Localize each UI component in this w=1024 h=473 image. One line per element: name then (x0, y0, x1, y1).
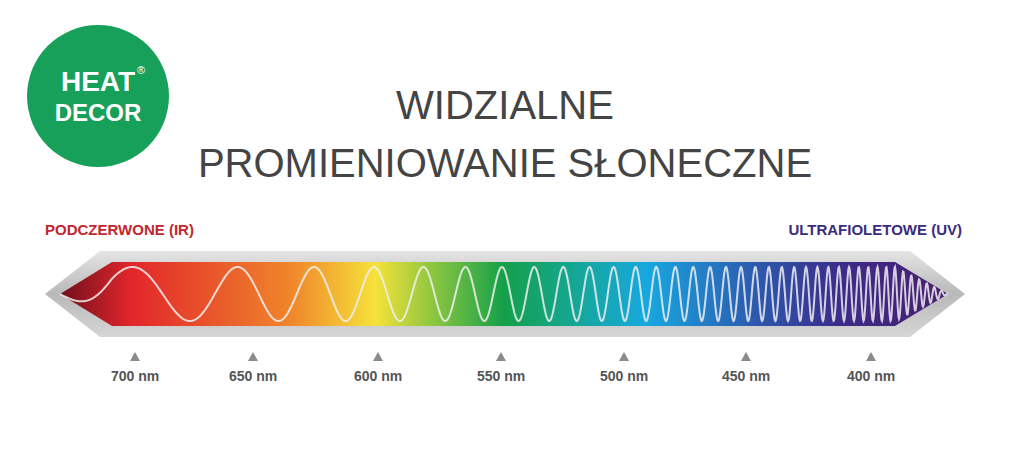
wavelength-tick-label: 700 nm (111, 368, 159, 384)
wavelength-tick-label: 550 nm (477, 368, 525, 384)
tick-mark (866, 352, 876, 361)
tick-mark (373, 352, 383, 361)
uv-label: ULTRAFIOLETOWE (UV) (788, 221, 962, 238)
title: WIDZIALNE PROMIENIOWANIE SŁONECZNE (198, 83, 812, 185)
light-wave (60, 267, 948, 321)
spectrum-frame (45, 251, 965, 337)
wavelength-tick-label: 450 nm (722, 368, 770, 384)
wavelength-tick-label: 600 nm (354, 368, 402, 384)
tick-mark (496, 352, 506, 361)
wavelength-tick-label: 500 nm (600, 368, 648, 384)
tick-mark (619, 352, 629, 361)
tick-mark (741, 352, 751, 361)
logo-circle: HEAT DECOR (27, 25, 169, 167)
logo-word: HEAT (61, 68, 135, 96)
wavelength-tick-label: 650 nm (229, 368, 277, 384)
tick-mark (130, 352, 140, 361)
logo-word: DECOR (55, 101, 142, 125)
spectrum-band (60, 262, 948, 326)
tick-marks (130, 352, 876, 361)
registered-mark: ® (137, 64, 145, 76)
title-spacer (745, 76, 825, 134)
ir-label: PODCZERWONE (IR) (45, 221, 194, 238)
title-spacer (185, 76, 265, 134)
title-block: WIDZIALNE PROMIENIOWANIE SŁONECZNE (185, 76, 825, 192)
wavelength-tick-label: 400 nm (847, 368, 895, 384)
tick-mark (248, 352, 258, 361)
